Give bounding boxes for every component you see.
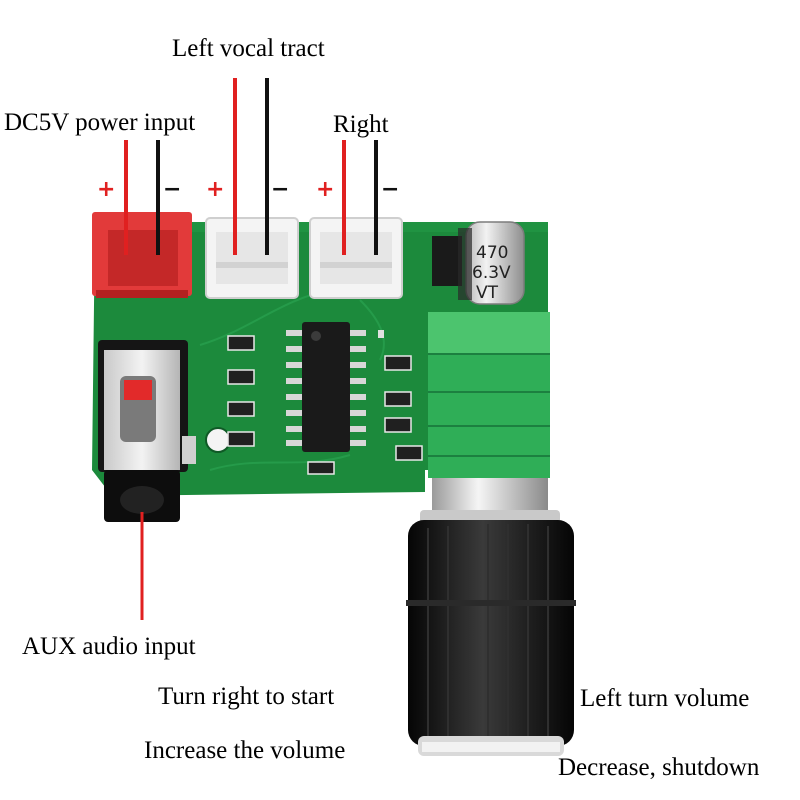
power-connector bbox=[92, 212, 192, 298]
potentiometer-shaft bbox=[420, 478, 560, 526]
potentiometer-body bbox=[428, 312, 550, 478]
power-wires bbox=[124, 140, 160, 255]
amplifier-ic-chip bbox=[286, 322, 366, 452]
power-plus-marker: + bbox=[97, 177, 115, 202]
aux-audio-jack bbox=[98, 340, 196, 522]
power-minus-marker: − bbox=[163, 177, 181, 202]
electrolytic-capacitor: 470 6.3V VT bbox=[432, 221, 525, 305]
capacitor-voltage-text: 6.3V bbox=[472, 263, 511, 283]
capacitor-series-text: VT bbox=[476, 283, 499, 303]
left-minus-marker: − bbox=[271, 177, 289, 202]
decrease-shutdown-label: Decrease, shutdown bbox=[558, 754, 760, 781]
mounting-hole bbox=[205, 427, 231, 453]
left-channel-wires bbox=[233, 78, 269, 255]
volume-knob[interactable] bbox=[406, 520, 576, 756]
aux-audio-input-label: AUX audio input bbox=[22, 633, 196, 660]
right-channel-label: Right bbox=[333, 111, 389, 138]
smd-components bbox=[227, 330, 423, 475]
left-vocal-tract-label: Left vocal tract bbox=[172, 35, 325, 62]
left-speaker-connector bbox=[205, 217, 299, 299]
right-speaker-connector bbox=[309, 217, 403, 299]
capacitor-value-text: 470 bbox=[476, 243, 508, 263]
right-minus-marker: − bbox=[381, 177, 399, 202]
left-plus-marker: + bbox=[206, 177, 224, 202]
increase-volume-label: Increase the volume bbox=[144, 737, 346, 764]
left-turn-volume-label: Left turn volume bbox=[580, 685, 750, 712]
right-plus-marker: + bbox=[316, 177, 334, 202]
turn-right-to-start-label: Turn right to start bbox=[158, 683, 335, 710]
dc-power-input-label: DC5V power input bbox=[4, 109, 196, 136]
right-channel-wires bbox=[342, 140, 378, 255]
